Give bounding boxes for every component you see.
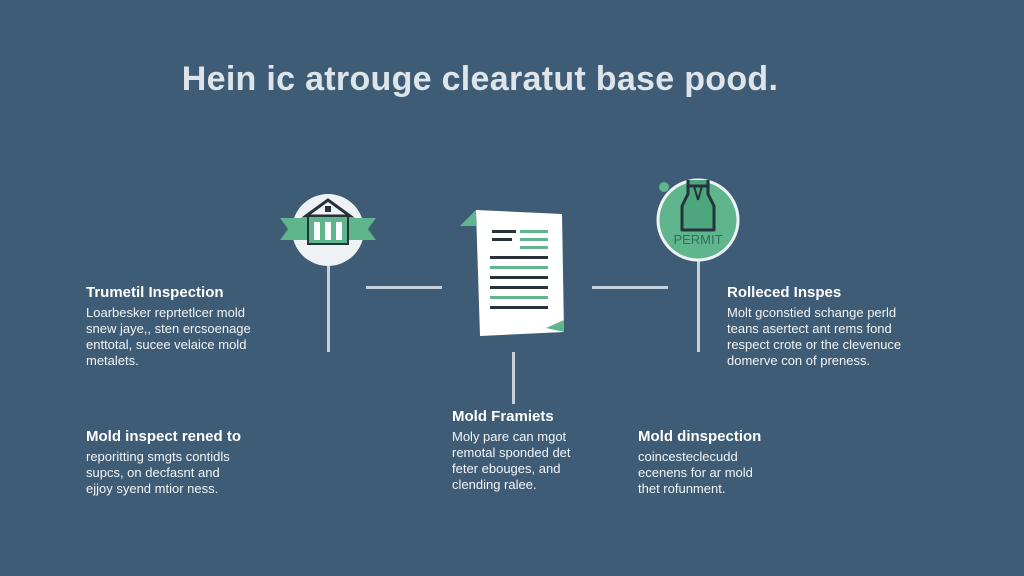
step-2-body: Molt gconstied schange perld teans asert… [727,305,902,368]
step-3-heading: Mold inspect rened to [86,428,242,445]
permit-label: PERMIT [673,232,722,247]
step-4-heading: Mold Framiets [452,408,554,425]
step-4: Mold Framiets Moly pare can mgot remotal… [452,408,571,493]
step-4-body: Moly pare can mgot remotal sponded det f… [452,429,571,492]
step-3-body: reporitting smgts contidls supcs, on dec… [86,449,230,496]
step-1-body: Loarbesker reprtetlcer mold snew jaye,, … [86,305,251,368]
bottle-icon: PERMIT [656,178,740,262]
diagram-title: Hein ic atrouge clearatut base pood. [181,60,779,98]
connector-center-down [512,352,515,404]
document-icon [460,210,564,336]
step-5-body: coincesteclecudd ecenens for ar mold the… [638,449,753,496]
step-3: Mold inspect rened to reporitting smgts … [86,428,241,497]
connector-left [366,286,442,289]
house-icon [280,194,376,266]
step-5: Mold dinspection coincesteclecudd ecenen… [638,428,761,497]
connector-left-down [327,262,330,352]
connector-right [592,286,668,289]
step-2-heading: Rolleced Inspes [727,284,842,301]
step-2: Rolleced Inspes Molt gconstied schange p… [727,284,901,369]
step-1-heading: Trumetil Inspection [86,284,224,301]
step-5-heading: Mold dinspection [638,428,762,445]
step-1: Trumetil Inspection Loarbesker reprtetlc… [86,284,251,369]
connector-right-down [697,258,700,352]
